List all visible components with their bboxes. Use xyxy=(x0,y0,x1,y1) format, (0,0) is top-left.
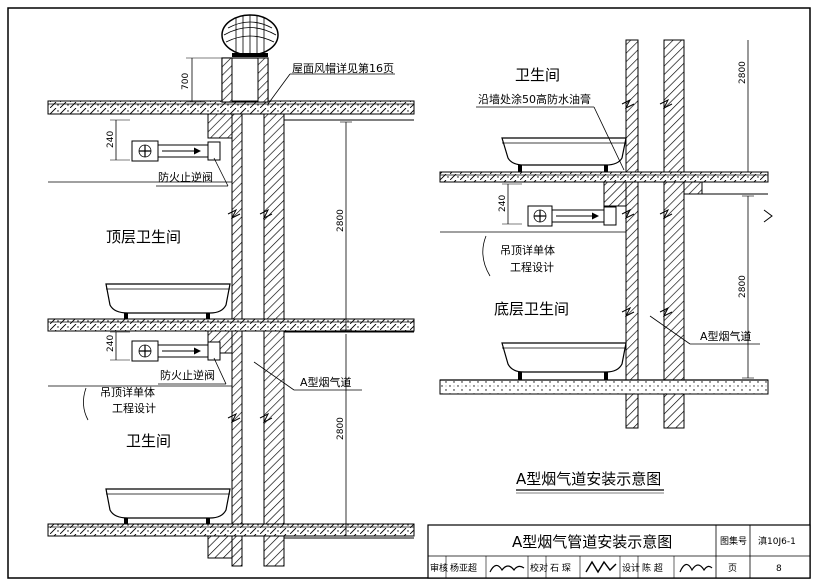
label-roof-cap: 屋面风帽详见第16页 xyxy=(292,61,394,75)
label-fire-damper-top: 防火止逆阀 xyxy=(158,170,213,184)
title-block-title: A型烟气管道安装示意图 xyxy=(512,533,672,551)
label-bottom-bathroom: 底层卫生间 xyxy=(494,300,569,318)
check-name: 石 琛 xyxy=(550,563,571,574)
review-label: 审核 xyxy=(430,562,448,574)
bathtub-icon-lower-right xyxy=(501,342,627,380)
dim-240-lower: 240 xyxy=(106,335,116,352)
bathtub-icon-lower xyxy=(105,488,231,524)
right-diagram-title: A型烟气道安装示意图 xyxy=(516,470,661,488)
review-signature xyxy=(489,564,525,573)
dim-2800-right-upper: 2800 xyxy=(738,61,748,84)
right-section: 240 2800 2800 卫生间 沿墙处涂50高防水油膏 吊顶详单体 工程设计… xyxy=(439,39,773,494)
atlas-label: 图集号 xyxy=(720,535,747,547)
page-label: 页 xyxy=(728,563,737,574)
check-label: 校对 xyxy=(530,562,548,574)
roof-vent-cap-icon xyxy=(221,14,279,57)
label-bathroom-left: 卫生间 xyxy=(126,432,171,450)
roof-slab xyxy=(47,100,415,115)
design-signature xyxy=(679,563,713,573)
sheet-border xyxy=(7,7,811,579)
dim-2800-upper: 2800 xyxy=(336,209,346,232)
bathtub-icon-top xyxy=(105,283,231,319)
floor-slab-2 xyxy=(47,523,415,537)
label-flue-a-left: A型烟气道 xyxy=(300,375,352,389)
flue-wall-left xyxy=(231,113,243,567)
design-name: 陈 超 xyxy=(642,562,663,574)
left-section: 700 xyxy=(47,14,415,567)
label-top-bathroom: 顶层卫生间 xyxy=(106,228,181,246)
exhaust-fan-icon-lower xyxy=(131,340,221,362)
label-fire-damper-lower: 防火止逆阀 xyxy=(160,368,215,382)
dim-240-top: 240 xyxy=(106,131,116,148)
label-ceiling-note-1a: 吊顶详单体 xyxy=(100,385,155,399)
design-label: 设计 xyxy=(622,562,640,574)
bathtub-icon-upper-right xyxy=(501,137,627,172)
review-name: 杨亚超 xyxy=(450,562,477,574)
label-waterproof: 沿墙处涂50高防水油膏 xyxy=(478,92,591,106)
dim-2800-lower: 2800 xyxy=(336,417,346,440)
check-signature xyxy=(585,560,617,574)
label-ceiling-note-1b: 工程设计 xyxy=(112,402,156,415)
page-number: 8 xyxy=(776,564,782,574)
atlas-number: 滇10J6-1 xyxy=(758,535,796,547)
label-flue-a-right: A型烟气道 xyxy=(700,329,752,343)
exhaust-fan-icon-top xyxy=(131,140,221,162)
dim-2800-right-lower: 2800 xyxy=(738,275,748,298)
label-ceiling-note-2a: 吊顶详单体 xyxy=(500,243,555,257)
dim-240-right: 240 xyxy=(498,195,508,212)
flue-wall-right xyxy=(263,113,285,567)
floor-slab-1 xyxy=(47,318,415,332)
label-bathroom-right: 卫生间 xyxy=(515,66,560,84)
dim-700: 700 xyxy=(181,73,191,90)
label-ceiling-note-2b: 工程设计 xyxy=(510,261,554,274)
title-block: A型烟气管道安装示意图 图集号 滇10J6-1 审核 杨亚超 校对 石 琛 设计… xyxy=(427,524,811,579)
exhaust-fan-icon-right xyxy=(527,205,617,227)
